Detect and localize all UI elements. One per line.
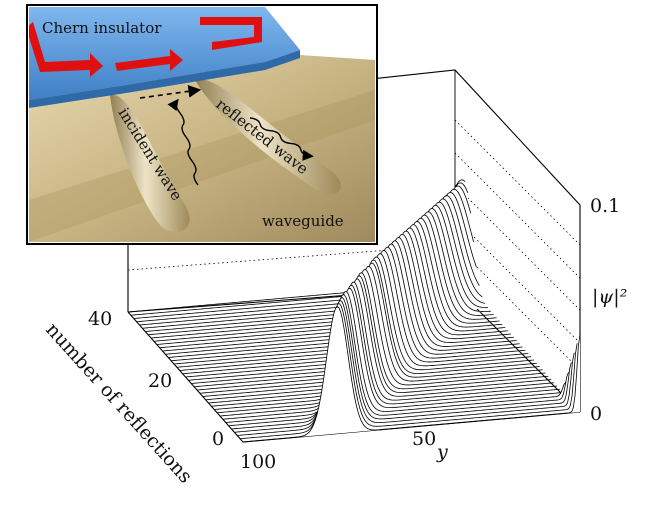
trace-line [156,211,494,345]
trace-fill [214,275,552,410]
incident-wave-arrow [167,98,199,186]
z-axis-label: |ψ|² [592,286,627,308]
trace-line [231,294,569,430]
trace-line [211,272,549,407]
reflected-ridge [195,79,341,195]
wave-traces [127,179,581,443]
xtick-50: 50 [412,428,436,450]
trace-line [153,208,491,342]
trace-line [242,305,581,443]
trace-line [202,262,540,397]
ztick-0-1: 0.1 [590,195,620,217]
trace-fill [208,269,546,403]
trace-line [217,278,555,414]
waveguide-shadow [29,90,375,242]
chern-slab-edge [29,50,300,108]
chern-insulator-label: Chern insulator [42,19,162,37]
inset-illustration: Chern insulator incident wave reflected … [26,4,378,245]
ytick-20: 20 [148,370,172,392]
trace-line [240,303,578,440]
ytick-0: 0 [212,428,224,450]
x-axis-label: y [436,441,448,463]
trace-fill [145,198,483,332]
ztick-0: 0 [590,403,602,425]
trace-fill [243,306,580,442]
trace-line [237,300,575,436]
trace-line [222,284,560,420]
ytick-40: 40 [88,308,112,330]
reflected-wave-arrow [249,117,314,161]
incident-ridge [110,94,190,233]
trace-line [159,214,497,349]
chern-slab [29,7,300,100]
trace-line [219,281,558,417]
trace-line [234,296,572,433]
trace-line [225,287,563,423]
waveguide-label: waveguide [262,212,344,230]
trace-line [214,275,552,410]
trace-fill [176,234,514,368]
trace-line [228,291,566,427]
reflection-arrow [139,84,202,99]
z-guide-lines [127,119,581,371]
trace-line [208,268,546,404]
xtick-100: 100 [240,451,276,473]
trace-line [205,265,543,401]
y-axis-label: number of reflections [41,319,196,488]
edge-current-arrows [29,17,262,77]
